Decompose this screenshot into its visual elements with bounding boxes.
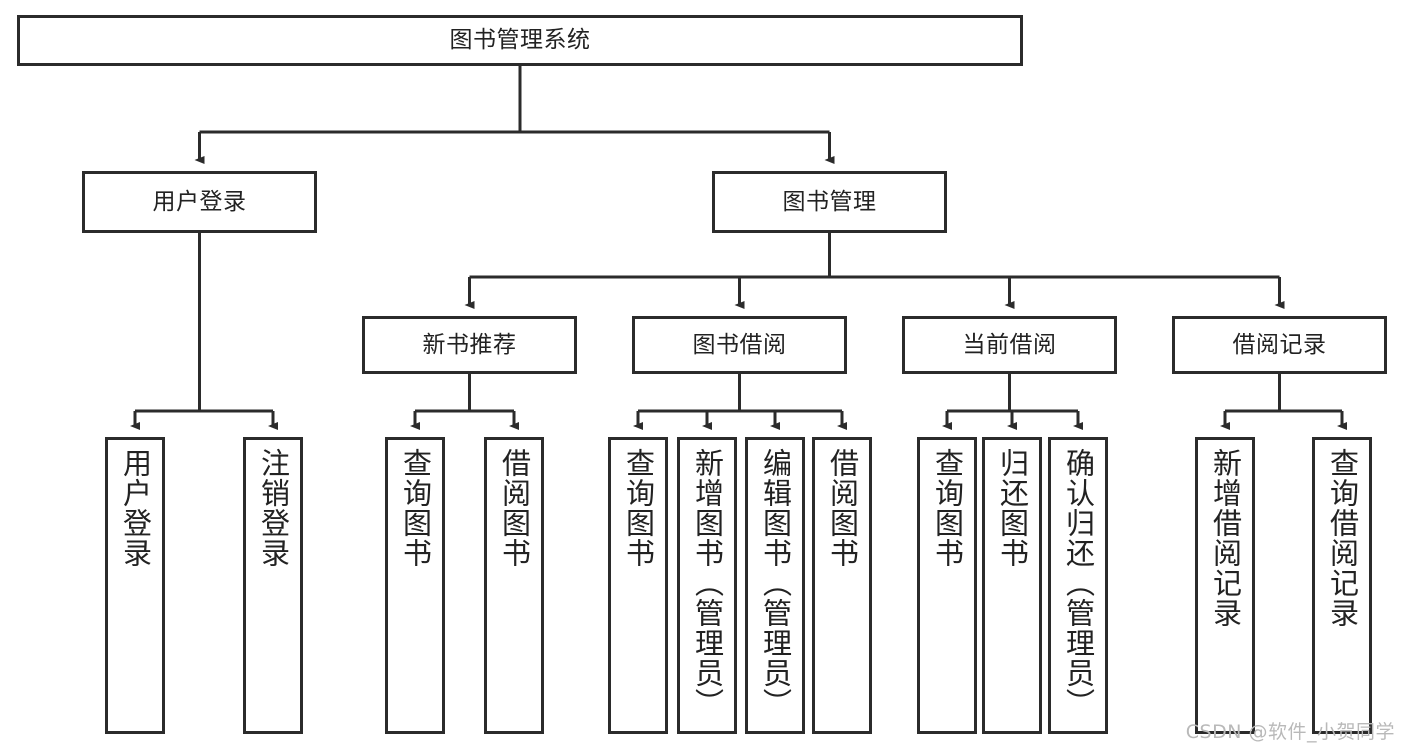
node-leaf-rec-query-book[interactable]: 查询图书: [385, 437, 445, 734]
node-label: 查询图书: [398, 448, 433, 568]
node-label: 查询借阅记录: [1325, 448, 1360, 628]
node-leaf-rec-borrow-book[interactable]: 借阅图书: [484, 437, 544, 734]
node-label: 图书借阅: [692, 331, 787, 358]
node-book-borrow[interactable]: 图书借阅: [632, 316, 847, 374]
node-label: 新增图书（管理员）: [690, 448, 725, 718]
node-leaf-borrow-add-book[interactable]: 新增图书（管理员）: [677, 437, 737, 734]
node-leaf-user-logout[interactable]: 注销登录: [243, 437, 303, 734]
node-leaf-borrow-query-book[interactable]: 查询图书: [608, 437, 668, 734]
node-leaf-rec-query-record[interactable]: 查询借阅记录: [1312, 437, 1372, 734]
node-label: 新书推荐: [422, 331, 517, 358]
node-label: 查询图书: [930, 448, 965, 568]
node-label: 新增借阅记录: [1208, 448, 1243, 628]
node-label: 编辑图书（管理员）: [758, 448, 793, 718]
node-book-manage[interactable]: 图书管理: [712, 171, 947, 233]
node-leaf-cur-query-book[interactable]: 查询图书: [917, 437, 977, 734]
node-leaf-rec-add-record[interactable]: 新增借阅记录: [1195, 437, 1255, 734]
node-label: 借阅记录: [1232, 331, 1327, 358]
node-label: 图书管理: [782, 188, 877, 215]
node-borrow-record[interactable]: 借阅记录: [1172, 316, 1387, 374]
node-user-login[interactable]: 用户登录: [82, 171, 317, 233]
watermark-text: CSDN @软件_小贺同学: [1185, 721, 1395, 743]
node-label: 用户登录: [152, 188, 247, 215]
node-label: 当前借阅: [962, 331, 1057, 358]
node-label: 查询图书: [621, 448, 656, 568]
node-leaf-cur-confirm-return[interactable]: 确认归还（管理员）: [1048, 437, 1108, 734]
node-label: 借阅图书: [825, 448, 860, 568]
node-leaf-borrow-edit-book[interactable]: 编辑图书（管理员）: [745, 437, 805, 734]
node-label: 确认归还（管理员）: [1061, 448, 1096, 718]
node-leaf-cur-return-book[interactable]: 归还图书: [982, 437, 1042, 734]
node-label: 用户登录: [118, 448, 153, 568]
node-label: 归还图书: [995, 448, 1030, 568]
node-label: 借阅图书: [497, 448, 532, 568]
node-label: 图书管理系统: [449, 27, 591, 54]
node-current-borrow[interactable]: 当前借阅: [902, 316, 1117, 374]
node-new-book-recommend[interactable]: 新书推荐: [362, 316, 577, 374]
node-root[interactable]: 图书管理系统: [17, 15, 1023, 66]
node-leaf-user-login[interactable]: 用户登录: [105, 437, 165, 734]
node-leaf-borrow-borrow-book[interactable]: 借阅图书: [812, 437, 872, 734]
node-label: 注销登录: [256, 448, 291, 568]
